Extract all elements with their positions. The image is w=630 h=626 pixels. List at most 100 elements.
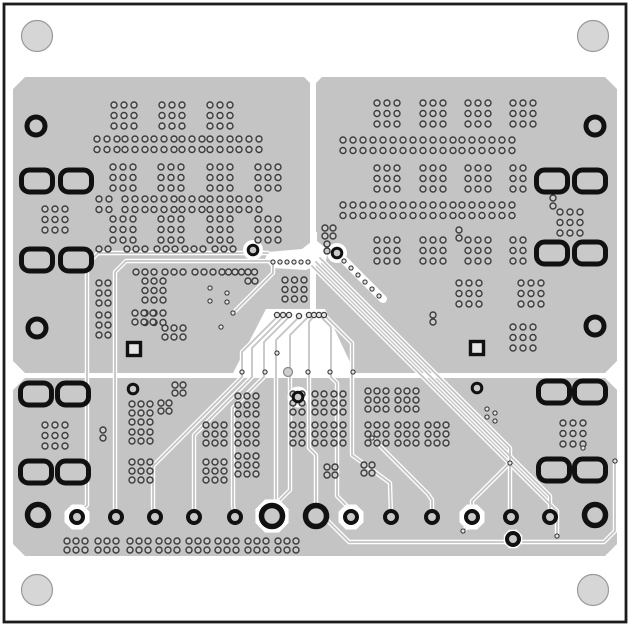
via	[442, 439, 450, 447]
via	[141, 195, 149, 203]
through-hole-pad	[343, 509, 359, 525]
via	[403, 405, 411, 413]
via	[498, 136, 506, 144]
via	[167, 163, 175, 171]
via	[206, 111, 214, 120]
via	[360, 469, 368, 477]
via	[206, 236, 214, 244]
via	[474, 174, 482, 183]
via	[529, 120, 537, 128]
via	[254, 225, 262, 234]
via	[349, 136, 357, 144]
via	[373, 236, 381, 244]
via	[292, 537, 300, 545]
via	[112, 546, 120, 554]
via	[382, 439, 390, 447]
via	[429, 174, 437, 183]
via	[519, 185, 527, 193]
via	[394, 405, 402, 413]
via	[369, 146, 377, 155]
via	[244, 268, 252, 276]
via	[211, 245, 219, 253]
via	[290, 295, 299, 303]
via	[167, 225, 175, 234]
via	[373, 439, 381, 447]
via	[509, 333, 517, 342]
tiny-via	[224, 290, 230, 296]
via	[173, 546, 181, 554]
via	[121, 145, 129, 154]
via	[373, 185, 381, 193]
tiny-via	[554, 533, 560, 539]
via	[264, 173, 272, 182]
square-pad	[468, 339, 486, 357]
via	[298, 408, 306, 416]
via	[157, 399, 165, 407]
via	[234, 470, 242, 478]
via	[399, 146, 407, 155]
via	[95, 205, 103, 214]
through-hole-pad	[69, 509, 85, 525]
via	[439, 201, 447, 209]
via	[146, 418, 154, 426]
via	[464, 99, 472, 107]
via	[194, 546, 202, 554]
via	[113, 135, 121, 143]
via	[224, 268, 233, 276]
via	[252, 410, 260, 418]
via	[112, 537, 120, 545]
via	[311, 421, 319, 429]
through-hole-pad	[147, 509, 163, 525]
via	[289, 439, 297, 447]
via	[161, 324, 169, 332]
via	[41, 431, 49, 440]
via	[412, 439, 420, 447]
via	[126, 546, 134, 554]
trace-432	[371, 437, 433, 518]
via	[527, 289, 535, 298]
via	[141, 277, 149, 285]
via	[72, 537, 80, 545]
via	[403, 387, 411, 395]
via	[237, 268, 246, 276]
via	[474, 120, 482, 128]
via	[474, 246, 482, 255]
via	[255, 145, 263, 154]
oval-pad	[536, 378, 572, 406]
via	[51, 205, 59, 213]
chain-band	[337, 253, 387, 303]
via	[128, 437, 136, 445]
via	[164, 546, 172, 554]
via	[198, 195, 206, 203]
tiny-via	[274, 350, 280, 356]
via	[484, 109, 492, 118]
through-hole-pad	[227, 509, 243, 525]
via	[339, 201, 347, 209]
via	[349, 146, 357, 155]
via	[170, 324, 178, 332]
via	[226, 163, 234, 171]
via	[120, 101, 128, 109]
via	[206, 145, 214, 154]
via	[311, 399, 319, 407]
via	[439, 120, 447, 128]
via	[119, 173, 127, 182]
via	[130, 101, 138, 109]
via	[379, 211, 387, 220]
via	[121, 195, 129, 203]
via	[349, 201, 357, 209]
via	[488, 136, 496, 144]
via	[203, 546, 211, 554]
via	[281, 295, 289, 303]
via	[320, 408, 328, 416]
via	[216, 111, 224, 120]
via	[488, 201, 496, 209]
via	[137, 409, 145, 417]
via	[264, 215, 272, 223]
via	[254, 236, 262, 244]
via	[202, 421, 210, 429]
via	[320, 421, 328, 429]
via	[274, 173, 282, 182]
via	[274, 163, 282, 171]
via	[519, 120, 527, 128]
